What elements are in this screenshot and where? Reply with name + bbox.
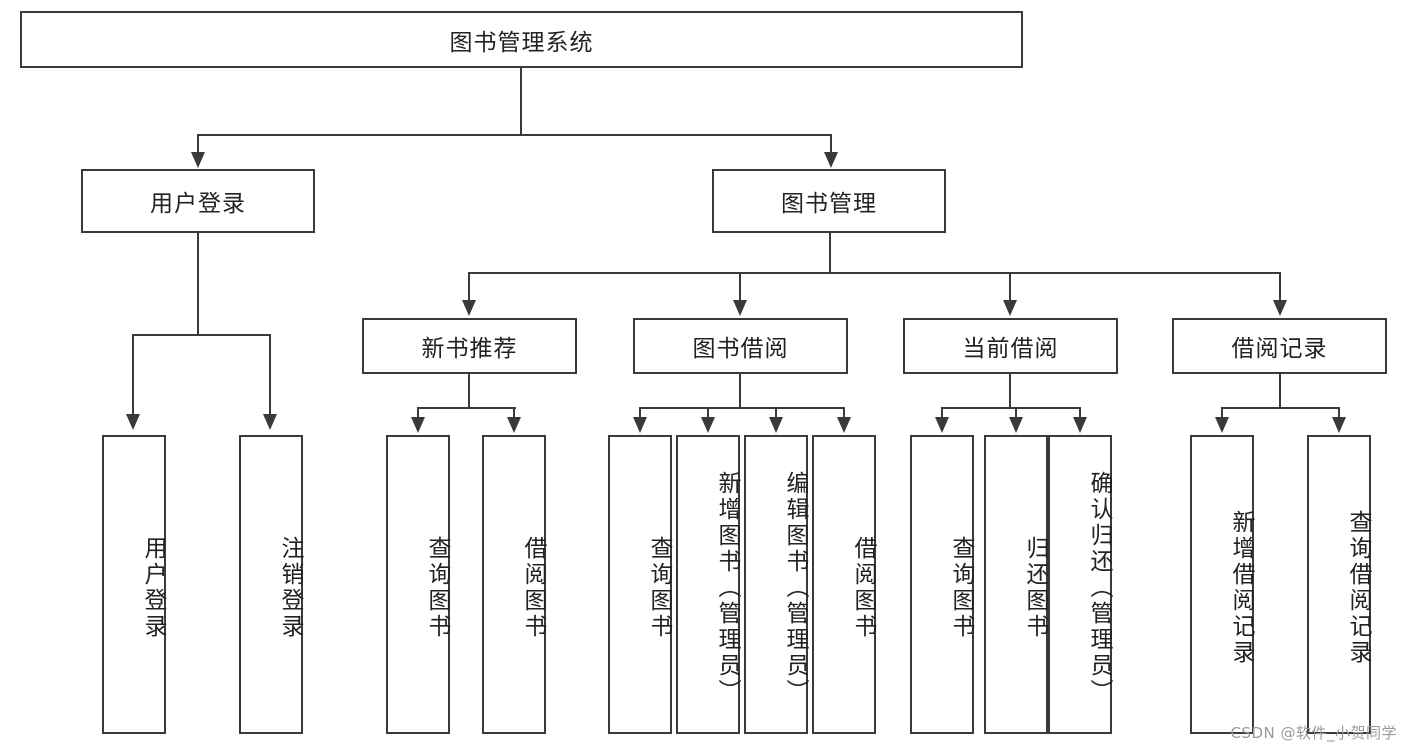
connector-nbr-right-drop [513, 407, 515, 419]
connector-book-management-stem [829, 233, 831, 273]
arrowhead-to-leaf-query-book-borrow [633, 417, 647, 433]
arrowhead-to-leaf-logout [263, 414, 277, 430]
arrowhead-to-leaf-user-login [126, 414, 140, 430]
connector-bb-stem [739, 374, 741, 408]
connector-user-login-stem [197, 233, 199, 335]
leaf-query-book-borrow[interactable]: 查询图书 [608, 435, 672, 734]
node-label: 查询图书 [646, 535, 672, 640]
leaf-add-book-admin[interactable]: 新增图书（管理员） [676, 435, 740, 734]
node-label: 查询图书 [424, 535, 450, 640]
connector-bm-to-borrow-record [1279, 272, 1281, 302]
node-label: 用户登录 [150, 191, 246, 217]
node-label: 新书推荐 [421, 336, 518, 362]
connector-root-bus [198, 134, 832, 136]
node-label: 归还图书 [1022, 535, 1048, 640]
leaf-return-book[interactable]: 归还图书 [984, 435, 1048, 734]
leaf-borrow-book-recommend[interactable]: 借阅图书 [482, 435, 546, 734]
connector-cb-drop-2 [1015, 407, 1017, 419]
leaf-edit-book-admin[interactable]: 编辑图书（管理员） [744, 435, 808, 734]
connector-bm-to-current-borrow [1009, 272, 1011, 302]
arrowhead-to-current-borrow [1003, 300, 1017, 316]
connector-bm-to-book-borrow [739, 272, 741, 302]
node-label: 借阅图书 [520, 535, 546, 640]
connector-cb-drop-1 [941, 407, 943, 419]
connector-br-stem [1279, 374, 1281, 408]
node-label: 查询借阅记录 [1345, 509, 1371, 666]
node-label: 注销登录 [277, 535, 303, 640]
node-new-book-recommend[interactable]: 新书推荐 [362, 318, 577, 374]
connector-cb-stem [1009, 374, 1011, 408]
leaf-query-borrow-record[interactable]: 查询借阅记录 [1307, 435, 1371, 734]
arrowhead-to-leaf-query-borrow-record [1332, 417, 1346, 433]
connector-bb-bus [640, 407, 844, 409]
connector-bb-drop-2 [707, 407, 709, 419]
connector-br-left-drop [1221, 407, 1223, 419]
arrowhead-to-leaf-add-book-admin [701, 417, 715, 433]
leaf-borrow-book[interactable]: 借阅图书 [812, 435, 876, 734]
connector-bb-drop-4 [843, 407, 845, 419]
connector-bb-drop-1 [639, 407, 641, 419]
arrowhead-to-leaf-query-book-rec [411, 417, 425, 433]
connector-bb-drop-3 [775, 407, 777, 419]
leaf-logout[interactable]: 注销登录 [239, 435, 303, 734]
node-label: 新增借阅记录 [1228, 509, 1254, 666]
node-current-borrow[interactable]: 当前借阅 [903, 318, 1118, 374]
leaf-query-book-recommend[interactable]: 查询图书 [386, 435, 450, 734]
connector-cb-bus [942, 407, 1081, 409]
node-book-management[interactable]: 图书管理 [712, 169, 946, 233]
node-label: 图书借阅 [692, 336, 789, 362]
arrowhead-to-leaf-return-book [1009, 417, 1023, 433]
node-label: 用户登录 [140, 535, 166, 640]
node-label: 查询图书 [948, 535, 974, 640]
connector-user-login-right-drop [269, 334, 271, 416]
connector-bm-to-new-book-recommend [468, 272, 470, 302]
leaf-add-borrow-record[interactable]: 新增借阅记录 [1190, 435, 1254, 734]
arrowhead-to-book-management [824, 152, 838, 168]
arrowhead-to-book-borrow [733, 300, 747, 316]
connector-root-stem [520, 68, 522, 135]
arrowhead-to-borrow-record [1273, 300, 1287, 316]
connector-nbr-bus [418, 407, 516, 409]
connector-user-login-left-drop [132, 334, 134, 416]
leaf-confirm-return-admin[interactable]: 确认归还（管理员） [1048, 435, 1112, 734]
node-book-management-system[interactable]: 图书管理系统 [20, 11, 1023, 68]
arrowhead-to-leaf-query-book-current [935, 417, 949, 433]
connector-user-login-bus [133, 334, 271, 336]
connector-nbr-left-drop [417, 407, 419, 419]
connector-root-to-user-login [197, 134, 199, 154]
connector-nbr-stem [468, 374, 470, 408]
node-label: 借阅记录 [1231, 336, 1328, 362]
node-user-login[interactable]: 用户登录 [81, 169, 315, 233]
arrowhead-to-leaf-edit-book-admin [769, 417, 783, 433]
arrowhead-to-new-book-recommend [462, 300, 476, 316]
node-label: 借阅图书 [850, 535, 876, 640]
arrowhead-to-user-login [191, 152, 205, 168]
leaf-user-login[interactable]: 用户登录 [102, 435, 166, 734]
arrowhead-to-leaf-add-borrow-record [1215, 417, 1229, 433]
node-label: 确认归还（管理员） [1086, 470, 1112, 705]
connector-cb-drop-3 [1079, 407, 1081, 419]
connector-root-to-book-management [830, 134, 832, 154]
node-label: 新增图书（管理员） [714, 470, 740, 705]
node-label: 编辑图书（管理员） [782, 470, 808, 705]
csdn-watermark: CSDN @软件_小贺同学 [1230, 724, 1397, 742]
node-label: 图书管理系统 [449, 29, 594, 56]
arrowhead-to-leaf-confirm-return-admin [1073, 417, 1087, 433]
leaf-query-book-current[interactable]: 查询图书 [910, 435, 974, 734]
connector-br-right-drop [1338, 407, 1340, 419]
connector-book-management-bus [469, 272, 1280, 274]
arrowhead-to-leaf-borrow-book-rec [507, 417, 521, 433]
node-borrow-record[interactable]: 借阅记录 [1172, 318, 1387, 374]
node-book-borrow[interactable]: 图书借阅 [633, 318, 848, 374]
connector-br-bus [1222, 407, 1340, 409]
node-label: 当前借阅 [962, 336, 1059, 362]
node-label: 图书管理 [781, 191, 877, 217]
arrowhead-to-leaf-borrow-book [837, 417, 851, 433]
